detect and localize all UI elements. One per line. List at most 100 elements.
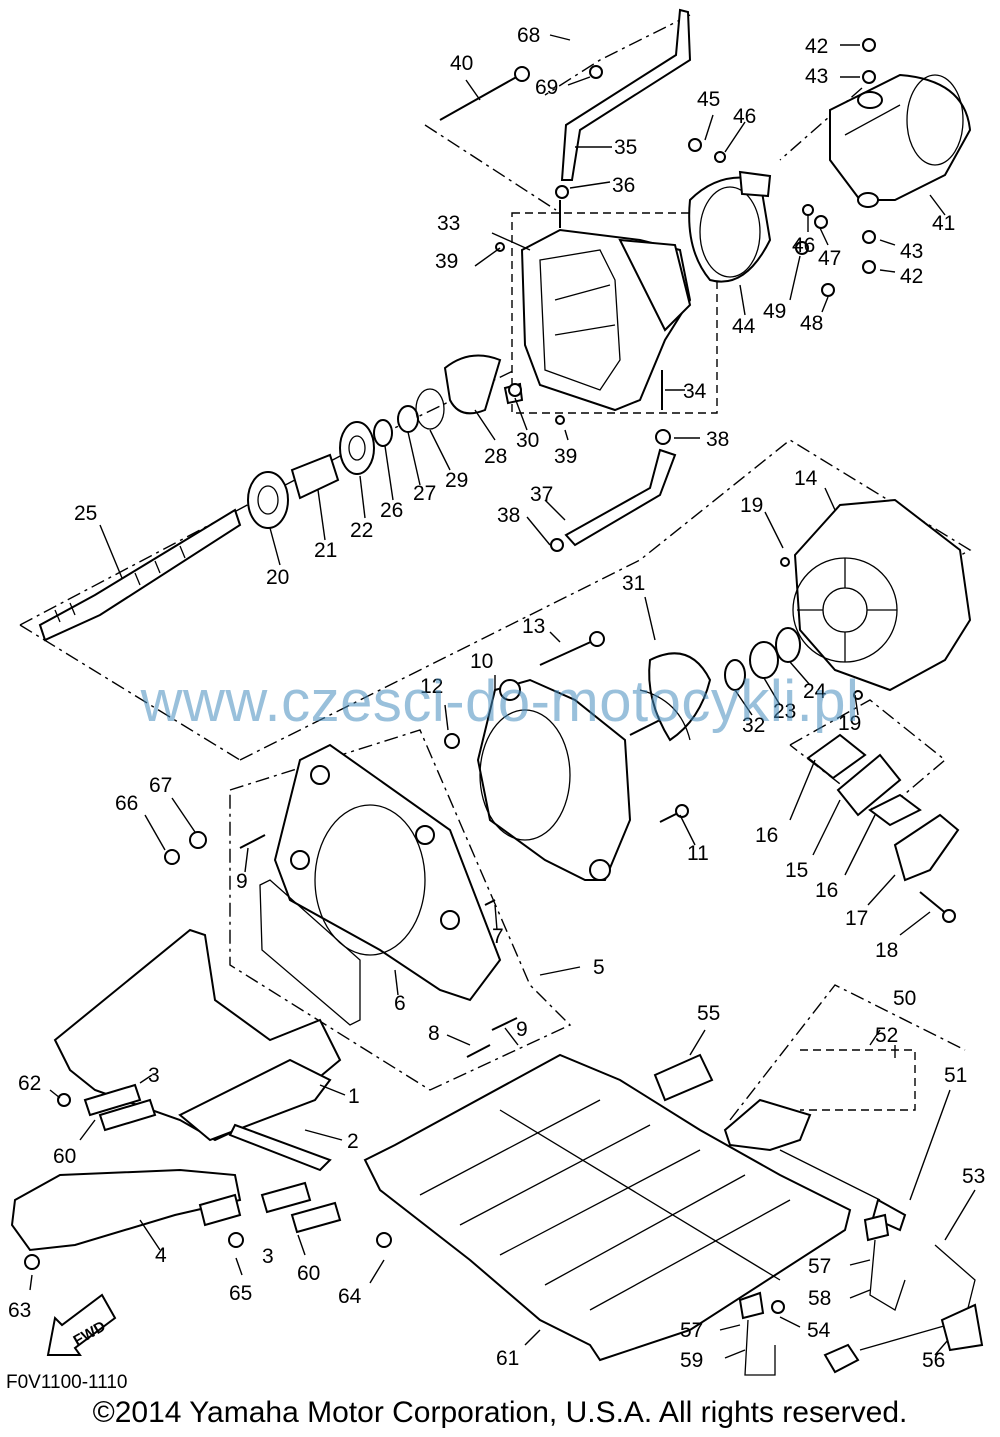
callout-54: 54: [807, 1319, 831, 1342]
callout-10: 10: [470, 650, 493, 673]
callout-42: 42: [900, 265, 923, 288]
callout-64: 64: [338, 1285, 362, 1308]
callout-11: 11: [687, 842, 709, 865]
callout-16: 16: [755, 824, 778, 847]
callout-19: 19: [740, 494, 763, 517]
callout-4: 4: [155, 1244, 167, 1267]
callout-61: 61: [496, 1347, 519, 1370]
pump-cover-14: [792, 498, 972, 692]
leader-lines: [29, 34, 976, 1359]
callout-30: 30: [516, 429, 539, 452]
callout-60: 60: [297, 1262, 320, 1285]
callout-50: 50: [893, 987, 916, 1010]
callout-6: 6: [394, 992, 406, 1015]
callout-29: 29: [445, 469, 468, 492]
intake-grate-61: [363, 1053, 852, 1362]
seals-23-24-32: [724, 627, 801, 691]
callout-18: 18: [875, 939, 898, 962]
callout-8: 8: [428, 1022, 440, 1045]
callout-9: 9: [236, 870, 248, 893]
callout-23: 23: [773, 700, 796, 723]
callout-38: 38: [497, 504, 520, 527]
callout-32: 32: [742, 714, 765, 737]
callout-58: 58: [808, 1287, 831, 1310]
bolts: [24, 38, 956, 1314]
callout-57: 57: [680, 1319, 703, 1342]
callout-43: 43: [900, 240, 923, 263]
callout-46: 46: [733, 105, 756, 128]
callout-12: 12: [420, 675, 443, 698]
nozzle-41: [829, 73, 972, 208]
callout-60: 60: [53, 1145, 76, 1168]
callout-3: 3: [262, 1245, 274, 1268]
callout-53: 53: [962, 1165, 985, 1188]
callout-28: 28: [484, 445, 507, 468]
callout-15: 15: [785, 859, 808, 882]
callout-16: 16: [815, 879, 838, 902]
callout-43: 43: [805, 65, 828, 88]
liner-10: [476, 678, 632, 881]
callout-51: 51: [944, 1064, 967, 1087]
callout-65: 65: [229, 1282, 252, 1305]
callout-7: 7: [492, 925, 504, 948]
callout-63: 63: [8, 1299, 31, 1322]
callout-67: 67: [149, 774, 172, 797]
callout-9: 9: [516, 1018, 528, 1041]
callout-2: 2: [347, 1130, 359, 1153]
callout-26: 26: [380, 499, 403, 522]
callout-38: 38: [706, 428, 729, 451]
callout-45: 45: [697, 88, 720, 111]
callout-labels: 1 2 3 3 4 5 6 7 8 9 9 10 11 12 13 14 15 …: [8, 24, 985, 1372]
callout-24: 24: [803, 680, 827, 703]
callout-5: 5: [593, 956, 605, 979]
bearings-row: [247, 354, 524, 529]
ring-44: [688, 170, 772, 283]
callout-42: 42: [805, 35, 828, 58]
callout-59: 59: [680, 1349, 703, 1372]
drive-shaft-25: [38, 508, 242, 642]
callout-56: 56: [922, 1349, 945, 1372]
callout-46: 46: [792, 234, 815, 257]
callout-44: 44: [732, 315, 756, 338]
callout-66: 66: [115, 792, 138, 815]
callout-31: 31: [622, 572, 645, 595]
callout-13: 13: [522, 615, 545, 638]
duct-plate-5: [259, 743, 502, 1026]
callout-35: 35: [614, 136, 637, 159]
callout-1: 1: [348, 1085, 360, 1108]
callout-19: 19: [838, 712, 861, 735]
callout-57: 57: [808, 1255, 831, 1278]
callout-39: 39: [435, 250, 458, 273]
callout-21: 21: [314, 539, 337, 562]
callout-39: 39: [554, 445, 577, 468]
callout-69: 69: [535, 76, 558, 99]
callout-48: 48: [800, 312, 823, 335]
impeller-31: [629, 652, 712, 742]
callout-40: 40: [450, 52, 473, 75]
blocks-3-60: [83, 1083, 342, 1234]
housing-33: [520, 200, 692, 412]
figure-code: F0V1100-1110: [6, 1372, 128, 1393]
fwd-arrow: FWD: [46, 1293, 117, 1356]
callout-49: 49: [763, 300, 786, 323]
callout-52: 52: [875, 1024, 898, 1047]
callout-62: 62: [18, 1072, 41, 1095]
callout-17: 17: [845, 907, 868, 930]
callout-37: 37: [530, 483, 553, 506]
callout-55: 55: [697, 1002, 720, 1025]
callout-25: 25: [74, 502, 97, 525]
copyright-notice: ©2014 Yamaha Motor Corporation, U.S.A. A…: [92, 1396, 908, 1429]
callout-33: 33: [437, 212, 460, 235]
callout-22: 22: [350, 519, 373, 542]
callout-41: 41: [932, 212, 955, 235]
callout-36: 36: [612, 174, 635, 197]
electrical-parts: [653, 1053, 984, 1376]
callout-68: 68: [517, 24, 540, 47]
hoses: [560, 8, 692, 547]
callout-34: 34: [683, 380, 707, 403]
callout-3: 3: [148, 1064, 160, 1087]
callout-27: 27: [413, 482, 436, 505]
callout-47: 47: [818, 247, 841, 270]
callout-20: 20: [266, 566, 289, 589]
